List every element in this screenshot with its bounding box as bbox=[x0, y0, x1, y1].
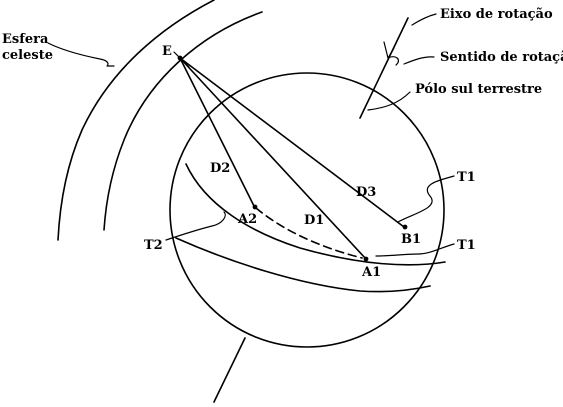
t1-upper-pointer bbox=[397, 175, 455, 223]
label-polo: Pólo sul terrestre bbox=[415, 82, 542, 97]
celestial-sphere-inner-arc bbox=[103, 11, 263, 231]
line-E-A2 bbox=[179, 57, 255, 207]
point-E bbox=[177, 55, 183, 61]
esfera-pointer bbox=[47, 42, 115, 67]
rotation-arrowhead bbox=[383, 41, 395, 59]
earth-globe bbox=[169, 72, 445, 348]
globe-upper-latitude-curve bbox=[185, 163, 446, 266]
label-esfera-line2: celeste bbox=[2, 48, 53, 63]
label-A1: A1 bbox=[361, 265, 381, 280]
polo-pointer bbox=[367, 91, 411, 111]
point-A1 bbox=[363, 256, 369, 262]
globe-lower-latitude-curve bbox=[175, 237, 431, 293]
t1-lower-pointer bbox=[375, 243, 455, 257]
label-T1-lower: T1 bbox=[457, 238, 476, 253]
label-esfera-line1: Esfera bbox=[2, 32, 49, 47]
label-E: E bbox=[162, 44, 172, 59]
line-E-A1 bbox=[179, 57, 367, 260]
rotation-direction-arrow bbox=[387, 56, 400, 66]
point-B1 bbox=[402, 224, 408, 230]
rotation-axis bbox=[359, 17, 409, 119]
label-A2: A2 bbox=[237, 212, 257, 227]
point-A2 bbox=[252, 204, 258, 210]
label-T2: T2 bbox=[144, 238, 163, 253]
line-E-B1 bbox=[179, 57, 405, 228]
line-E-start-dashed bbox=[173, 51, 191, 69]
label-B1: B1 bbox=[401, 232, 421, 247]
label-eixo: Eixo de rotação bbox=[440, 7, 553, 22]
path-A2-A1-dashed bbox=[255, 207, 363, 259]
label-T1-upper: T1 bbox=[457, 170, 476, 185]
sentido-pointer bbox=[403, 56, 435, 65]
eixo-pointer bbox=[411, 13, 437, 26]
label-D3: D3 bbox=[356, 185, 376, 200]
label-D2: D2 bbox=[210, 161, 230, 176]
label-D1: D1 bbox=[304, 213, 324, 228]
celestial-sphere-outer-arc bbox=[57, 0, 215, 241]
t2-pointer bbox=[165, 211, 226, 241]
axis-lower-stub bbox=[213, 337, 246, 403]
label-sentido: Sentido de rotação bbox=[440, 50, 563, 65]
